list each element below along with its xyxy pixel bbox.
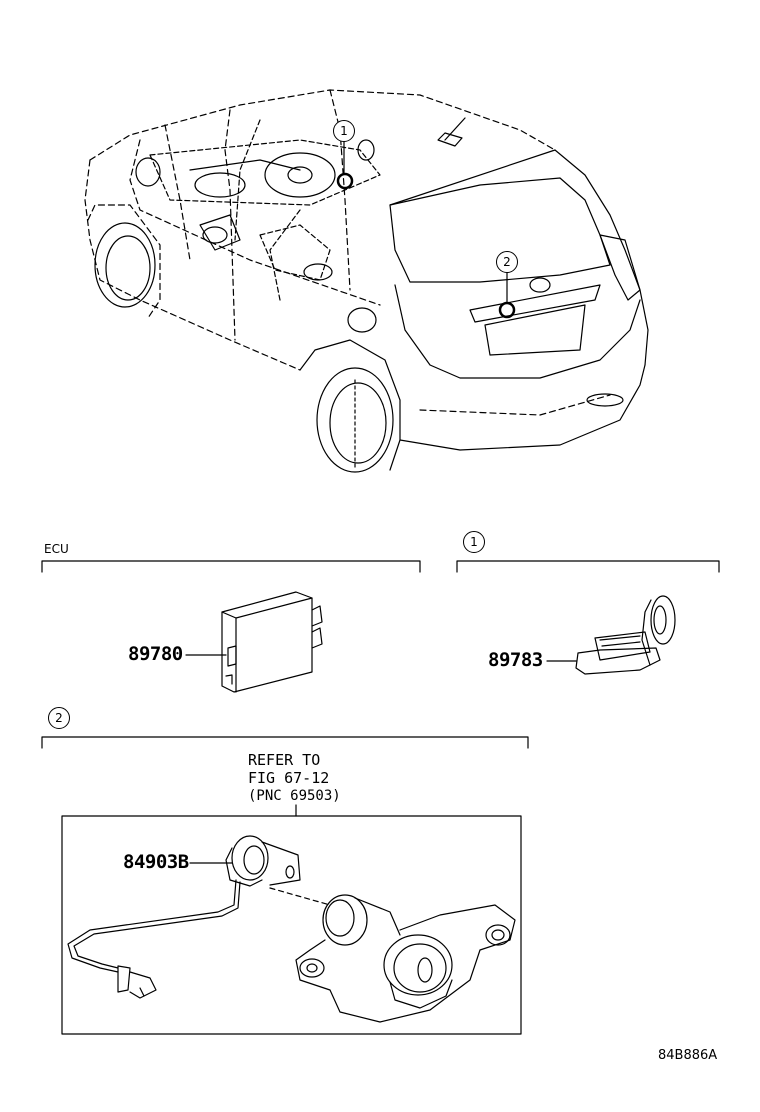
ecu-section-title: ECU (44, 542, 69, 556)
drawing-code: 84B886A (658, 1048, 718, 1063)
refer-to-line-3: (PNC 69503) (248, 788, 341, 804)
callout-1-section-bracket (456, 560, 720, 573)
part-label-84903b: 84903B (123, 851, 189, 873)
ecu-section-bracket (41, 560, 421, 573)
callout-1-location-marker (336, 172, 354, 190)
vehicle-callout-2: 2 (496, 251, 518, 273)
vehicle-callout-1: 1 (333, 120, 355, 142)
vehicle-illustration (84, 89, 649, 473)
ecu-module-drawing (221, 591, 323, 693)
section-callout-2: 2 (48, 707, 70, 729)
callout-2-location-marker (498, 301, 516, 319)
section-callout-1: 1 (463, 531, 485, 553)
part-label-89780: 89780 (128, 643, 183, 665)
refer-to-line-2: FIG 67-12 (248, 769, 330, 787)
part-label-89783: 89783 (488, 649, 543, 671)
part-84903b-drawing (67, 835, 516, 1023)
callout-2-section-bracket (41, 736, 529, 749)
lock-cylinder-frame (61, 815, 522, 1035)
refer-to-line-1: REFER TO (248, 751, 321, 769)
part-89783-drawing (575, 595, 676, 675)
